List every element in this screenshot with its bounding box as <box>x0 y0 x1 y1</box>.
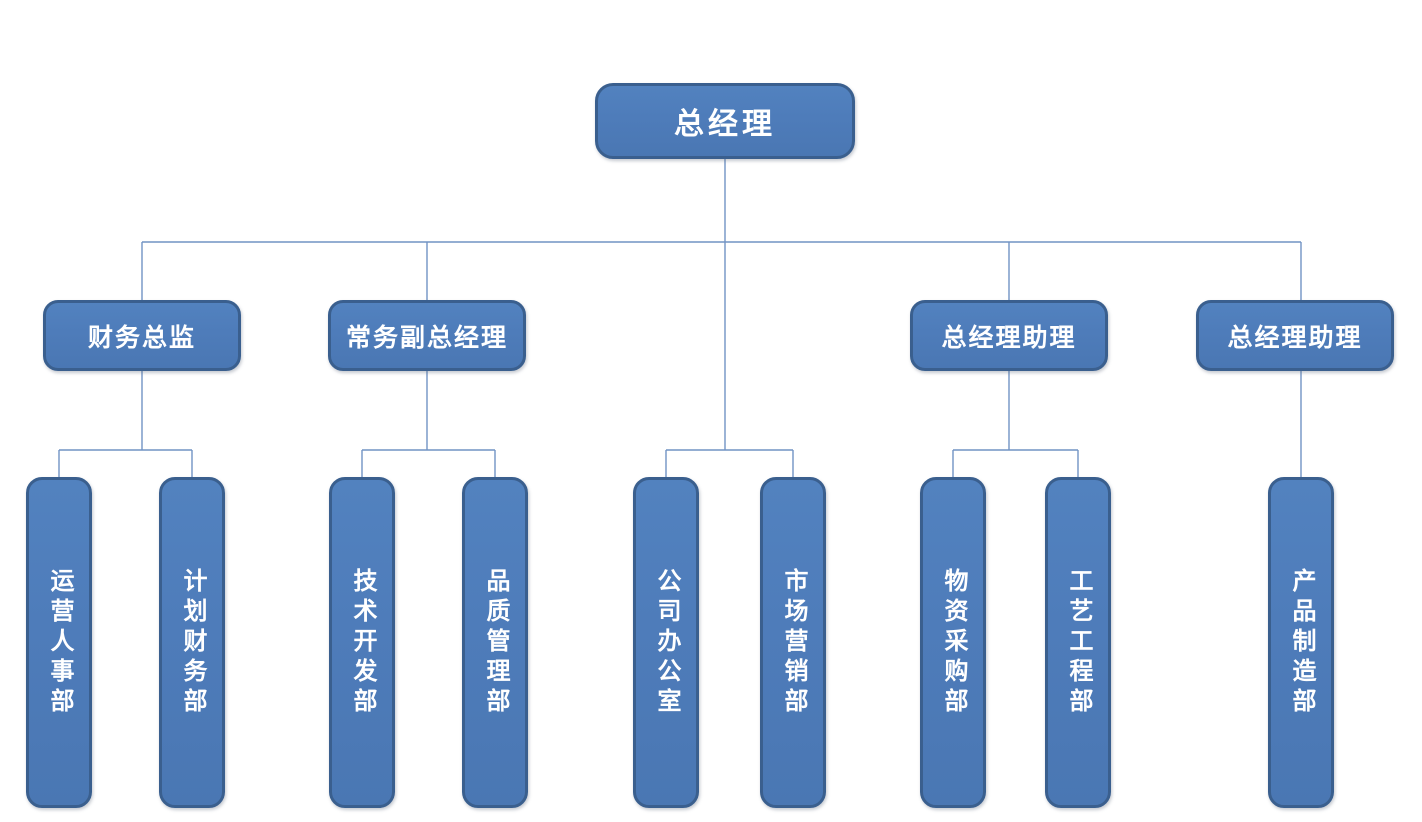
org-node-label: 产品制造部 <box>1288 567 1315 718</box>
org-node-process-engineering-dept: 工艺工程部 <box>1045 477 1111 808</box>
org-node-label: 总经理 <box>674 108 776 141</box>
org-node-gm-assistant-2: 总经理助理 <box>1196 300 1394 371</box>
org-node-label: 品质管理部 <box>482 567 509 718</box>
org-node-product-manufacturing-dept: 产品制造部 <box>1268 477 1334 808</box>
org-node-operations-hr-dept: 运营人事部 <box>26 477 92 808</box>
org-node-gm-assistant-1: 总经理助理 <box>910 300 1108 371</box>
org-node-quality-management-dept: 品质管理部 <box>462 477 528 808</box>
org-node-label: 技术开发部 <box>349 567 376 718</box>
org-node-finance-director: 财务总监 <box>43 300 241 371</box>
org-node-planning-finance-dept: 计划财务部 <box>159 477 225 808</box>
org-node-label: 财务总监 <box>87 323 196 352</box>
org-node-tech-development-dept: 技术开发部 <box>329 477 395 808</box>
org-node-label: 工艺工程部 <box>1065 567 1092 718</box>
org-node-marketing-dept: 市场营销部 <box>760 477 826 808</box>
org-node-label: 公司办公室 <box>653 567 680 718</box>
org-node-materials-procurement-dept: 物资采购部 <box>920 477 986 808</box>
org-node-executive-deputy-gm: 常务副总经理 <box>328 300 526 371</box>
org-node-company-office: 公司办公室 <box>633 477 699 808</box>
org-node-general-manager: 总经理 <box>595 83 855 159</box>
org-node-label: 市场营销部 <box>780 567 807 718</box>
org-node-label: 总经理助理 <box>1227 323 1363 352</box>
org-node-label: 总经理助理 <box>941 323 1077 352</box>
org-node-label: 物资采购部 <box>940 567 967 718</box>
org-node-label: 运营人事部 <box>46 567 73 718</box>
org-node-label: 常务副总经理 <box>345 323 508 352</box>
connector-path <box>58 159 1302 477</box>
org-node-label: 计划财务部 <box>179 567 206 718</box>
